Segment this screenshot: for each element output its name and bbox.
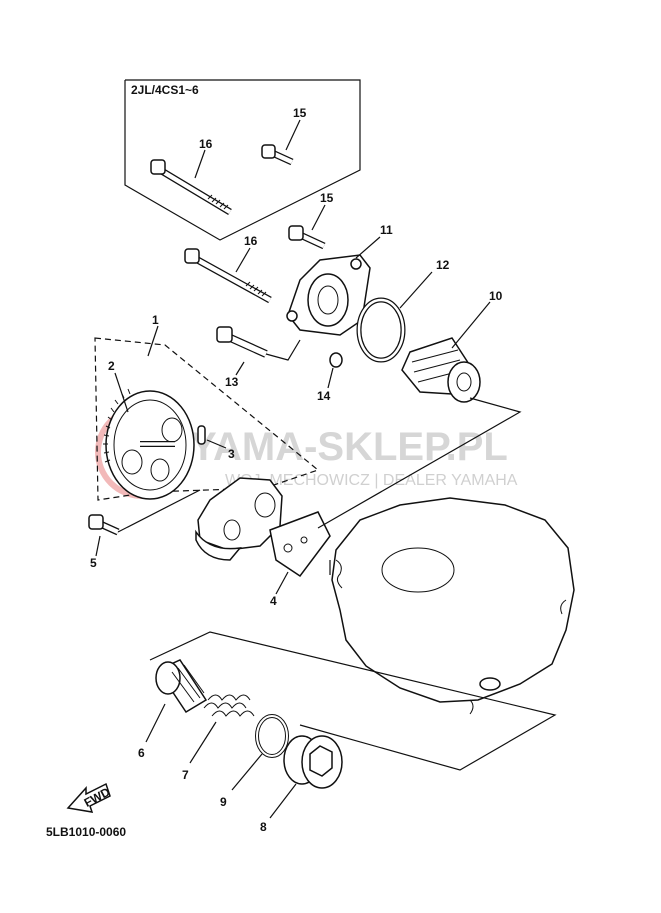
bolt-16	[184, 248, 272, 304]
o-ring-9	[255, 714, 289, 758]
filter-cover-11	[286, 254, 371, 336]
pump-gear-2	[103, 388, 195, 500]
engine-case	[331, 497, 575, 715]
svg-text:15: 15	[293, 106, 307, 120]
svg-text:16: 16	[244, 234, 258, 248]
svg-text:7: 7	[182, 768, 189, 782]
svg-text:4: 4	[270, 594, 277, 608]
svg-text:14: 14	[317, 389, 331, 403]
drain-plug-8	[283, 735, 343, 789]
svg-text:13: 13	[225, 375, 239, 389]
svg-text:9: 9	[220, 795, 227, 809]
variant-frame: 2JL/4CS1~6	[124, 79, 361, 241]
watermark-subtitle: WOJ. MECHOWICZ | DEALER YAMAHA	[225, 472, 518, 489]
watermark-title: YAMA-SKLEP.PL	[190, 425, 508, 469]
bolt-15	[288, 225, 326, 250]
fwd-arrow-icon: FWD	[66, 782, 113, 813]
bolt-5	[88, 514, 120, 536]
svg-text:6: 6	[138, 746, 145, 760]
bolt-15-upper	[261, 144, 294, 166]
oil-filter-10	[401, 337, 481, 403]
pin-3	[197, 425, 206, 445]
diagram-ref-code: 5LB1010-0060	[46, 825, 126, 839]
bolt-16-upper	[150, 159, 232, 216]
svg-text:1: 1	[152, 313, 159, 327]
svg-text:16: 16	[199, 137, 213, 151]
svg-text:2: 2	[108, 359, 115, 373]
svg-text:12: 12	[436, 258, 450, 272]
strainer-6	[155, 659, 208, 714]
svg-text:11: 11	[380, 223, 393, 237]
bolt-13	[216, 326, 268, 358]
pump-body-4	[195, 477, 331, 578]
spring-7	[203, 694, 255, 717]
variant-label: 2JL/4CS1~6	[131, 83, 199, 97]
svg-text:15: 15	[320, 191, 334, 205]
svg-text:10: 10	[489, 289, 503, 303]
o-ring-14	[329, 352, 343, 368]
svg-text:5: 5	[90, 556, 97, 570]
svg-text:8: 8	[260, 820, 267, 834]
svg-text:3: 3	[228, 447, 235, 461]
o-ring-12	[356, 297, 406, 363]
